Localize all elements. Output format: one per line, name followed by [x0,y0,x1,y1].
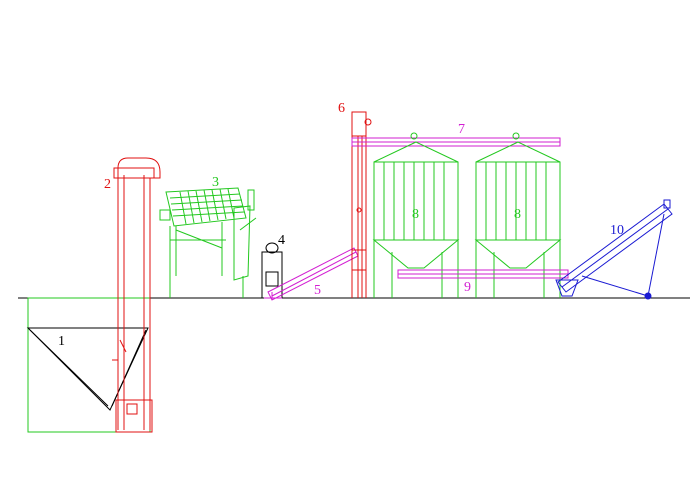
label-8-left: 8 [412,207,419,222]
silo-left-ribs [383,162,445,240]
top-conveyor-7 [351,132,561,147]
label-5: 5 [314,283,321,298]
hopper-funnel [26,327,149,411]
elevator-boot-motor [126,403,138,415]
silo-left [372,141,460,298]
top-conveyor-outlet-2 [512,132,520,140]
label-6: 6 [338,101,345,116]
drum-hatching [179,188,235,225]
fan-outlet [265,271,279,287]
bottom-conveyor-9 [397,269,569,279]
conveyor-10-brace [581,275,649,297]
conveyor-10-axis [561,208,669,288]
drum-motor [247,189,255,211]
silo-right [474,141,562,298]
drum-brace [175,229,223,249]
silo-left-cone [372,239,460,269]
label-4: 4 [278,233,285,248]
label-9: 9 [464,280,471,295]
silo-right-body [475,161,561,241]
silo-left-body [373,161,459,241]
label-10: 10 [610,223,624,238]
drum-outlet-chute [233,205,251,281]
elevator-6-head [351,111,367,137]
conveyor-10-tube [557,203,673,293]
bucket-elevator-6 [351,111,372,298]
elevator-6-motor [364,118,372,126]
fan-body [261,251,283,299]
silo-right-cone [474,239,562,269]
elevator-head [117,157,161,179]
conveyor-10-motor [663,199,671,209]
label-8-right: 8 [514,207,521,222]
elevator-6-boot [351,249,367,271]
elevator-head-box [113,167,155,179]
loading-conveyor-10 [555,199,673,300]
conveyor-10-wheel [644,292,652,300]
silo-left-roof [373,141,459,163]
label-2: 2 [104,177,111,192]
fan-head [265,242,279,254]
hopper-inner-line [29,329,109,407]
elevator-6-mark [356,207,362,213]
label-1: 1 [58,334,65,349]
silo-right-roof [475,141,561,163]
pit-outline [27,297,151,433]
drum-inlet [159,209,171,221]
top-conveyor-outlet-1 [410,132,418,140]
screw-5-axis [271,251,357,297]
bucket-elevator-main [112,157,161,433]
label-3: 3 [212,175,219,190]
elevator-boot [115,399,153,433]
silo-right-ribs [485,162,547,240]
drum-body [165,187,247,227]
elevator-inlet [119,339,127,353]
hopper-inner-line-2 [111,329,147,407]
conveyor-10-support [647,213,665,297]
conveyor-10-inlet [555,279,579,297]
drum-outlet-line [239,217,257,231]
label-7: 7 [458,122,465,137]
receiving-hopper [26,297,151,433]
drum-cleaner [159,187,257,298]
